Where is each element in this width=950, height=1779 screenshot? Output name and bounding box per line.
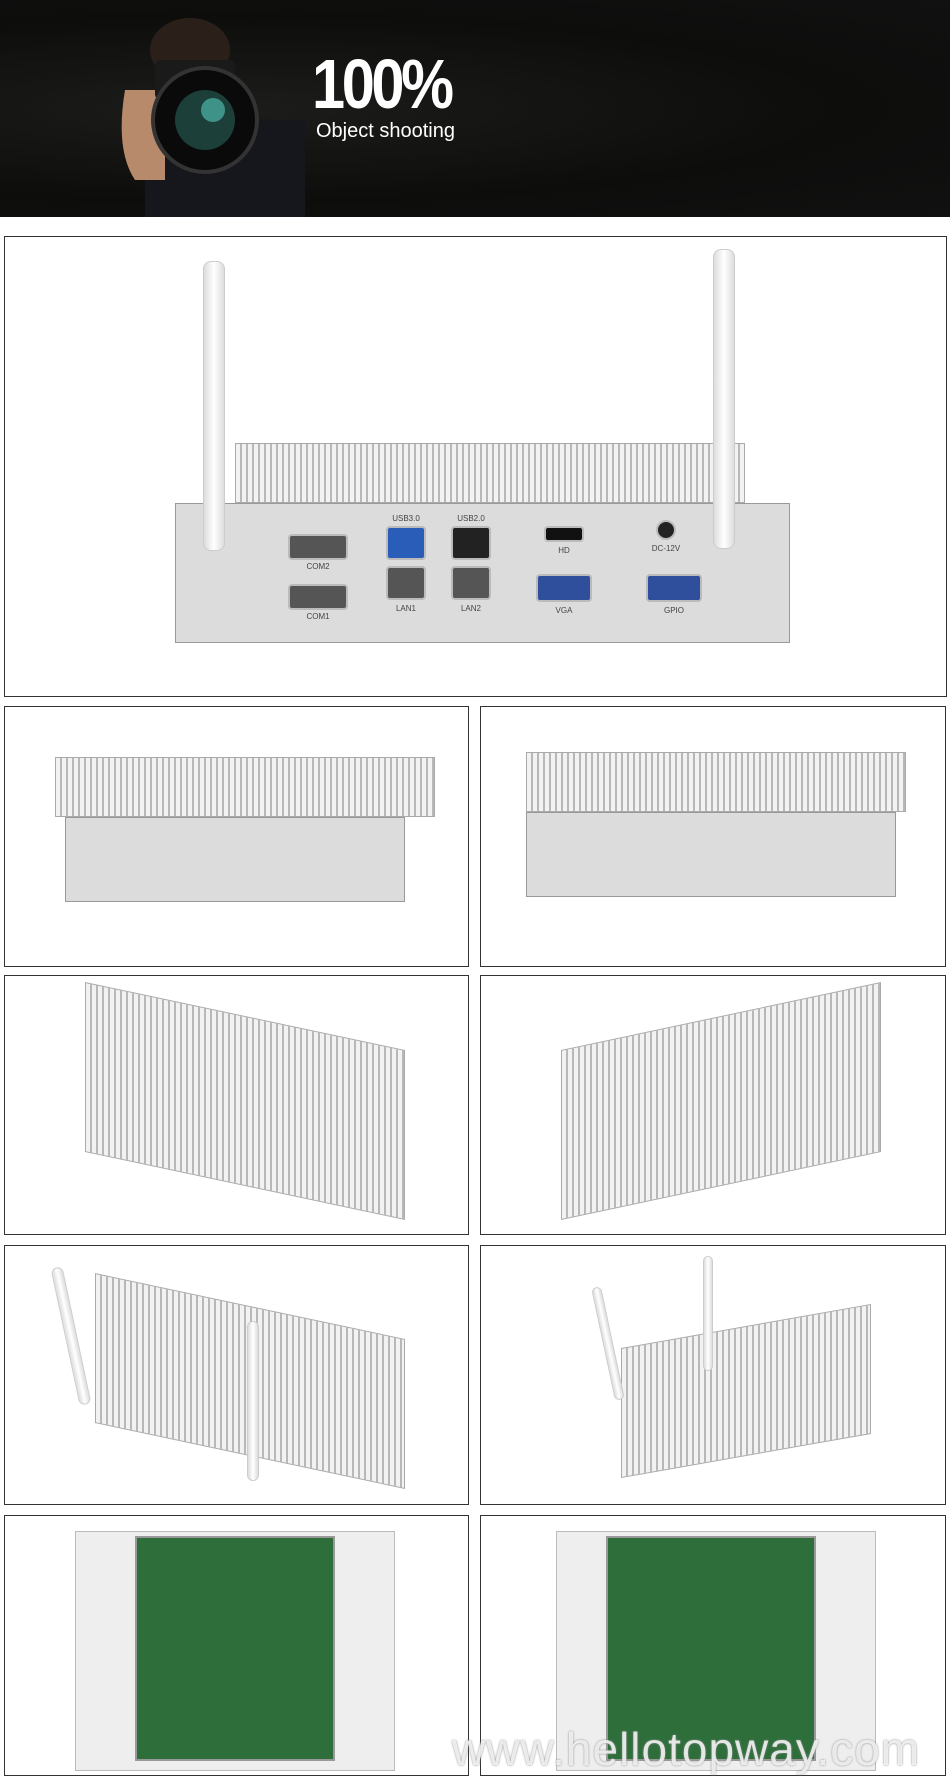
vga-label: VGA (555, 606, 573, 615)
photo-angle-antenna-left (4, 1245, 469, 1505)
main-product-photo: COM2 COM1 USB3.0 LAN1 USB2.0 LAN2 HD VGA… (4, 236, 947, 697)
io-panel (526, 812, 896, 897)
photographer-image (121, 18, 305, 217)
photo-rear-view (480, 706, 946, 967)
antenna (591, 1286, 625, 1401)
antenna (247, 1321, 259, 1481)
banner: 100% Object shooting (0, 0, 950, 217)
io-panel: COM2 COM1 USB3.0 LAN1 USB2.0 LAN2 HD VGA… (175, 503, 790, 643)
heatsink (621, 1303, 871, 1479)
antenna (703, 1256, 713, 1371)
motherboard (606, 1536, 816, 1761)
dc-label: DC-12V (651, 544, 681, 553)
lan2-label: LAN2 (460, 604, 481, 613)
photo-angle-left (4, 975, 469, 1235)
hd-label: HD (558, 546, 570, 555)
usb3-label: USB3.0 (392, 514, 420, 523)
heatsink (85, 981, 405, 1221)
com2-port (288, 534, 348, 560)
dc-jack (656, 520, 676, 540)
photo-front-view (4, 706, 469, 967)
vga-port (536, 574, 592, 602)
heatsink (526, 752, 906, 812)
com2-label: COM2 (306, 562, 330, 571)
lan2-port (451, 566, 491, 600)
motherboard (135, 1536, 335, 1761)
photo-internal-board-left (4, 1515, 469, 1776)
usb3-ports (386, 526, 426, 560)
antenna (50, 1266, 92, 1406)
gpio-label: GPIO (663, 606, 684, 615)
usb2-label: USB2.0 (457, 514, 485, 523)
com1-port (288, 584, 348, 610)
watermark: www.hellotopway.com (452, 1723, 921, 1775)
heatsink (55, 757, 435, 817)
lan1-port (386, 566, 426, 600)
lan1-label: LAN1 (395, 604, 416, 613)
antenna-right (713, 249, 735, 549)
photo-internal-board-right (480, 1515, 946, 1776)
antenna-left (203, 261, 225, 551)
gpio-port (646, 574, 702, 602)
usb2-ports (451, 526, 491, 560)
com1-label: COM1 (306, 612, 330, 621)
photo-angle-right (480, 975, 946, 1235)
photo-angle-antenna-right (480, 1245, 946, 1505)
heatsink (235, 443, 745, 503)
banner-subtitle: Object shooting (316, 120, 455, 142)
banner-headline: 100% (312, 45, 454, 123)
io-panel (65, 817, 405, 902)
hdmi-port (544, 526, 584, 542)
heatsink (561, 981, 881, 1221)
